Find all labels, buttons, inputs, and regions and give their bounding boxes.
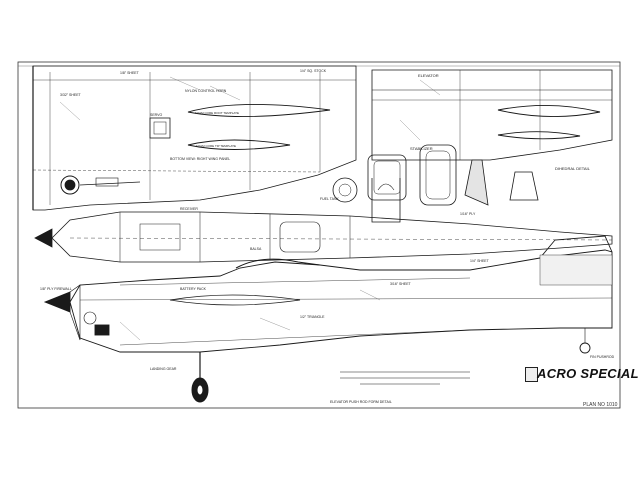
leader-lines: [59, 76, 441, 341]
title-block: ACRO SPECIAL: [537, 366, 639, 396]
callout: FUEL TANK: [320, 197, 339, 201]
label-foam-tip: FOAM CORE TIP TEMPLATE: [196, 144, 236, 148]
section-labels: ELEVATOR STABILIZER DIHEDRAL DETAIL BOTT…: [170, 73, 615, 404]
fuselage-side-view: [43, 235, 613, 354]
callout: 1/4" SQ. STOCK: [300, 69, 327, 73]
main-landing-gear: [191, 352, 209, 403]
label-dihedral: DIHEDRAL DETAIL: [555, 166, 591, 171]
label-bottom-view: BOTTOM VIEW: RIGHT WING PANEL: [170, 157, 230, 161]
label-elevator: ELEVATOR: [418, 73, 439, 78]
stabilizer-plan: [371, 69, 613, 161]
wing-plan: [32, 65, 357, 211]
callout: RECEIVER: [180, 207, 198, 211]
callout: 1/8" PLY FIREWALL: [40, 287, 72, 291]
callout: NYLON CONTROL HORN: [185, 89, 227, 93]
label-pushrod: ELEVATOR PUSH ROD FORM DETAIL: [330, 400, 392, 404]
callout-texts: 1/8" SHEET 1/4" SQ. STOCK 3/32" SHEET 1/…: [40, 69, 490, 371]
cross-sections: [332, 144, 539, 223]
publisher-logo-icon: [525, 367, 538, 382]
plan-title: ACRO SPECIAL: [537, 366, 639, 381]
callout: 1/8" SHEET: [120, 71, 140, 75]
label-stabilizer: STABILIZER: [410, 146, 433, 151]
fuselage-top-view: [34, 211, 613, 263]
label-fin-pushrod: FIN PUSHROD: [590, 355, 615, 359]
drawing-border: [17, 61, 621, 409]
callout: SERVO: [150, 113, 162, 117]
callout: 3/16" SHEET: [390, 282, 412, 286]
plan-number: PLAN NO 1010: [583, 402, 618, 408]
label-foam-root: FOAM CORE ROOT TEMPLATE: [195, 111, 239, 115]
callout: 3/32" SHEET: [60, 93, 82, 97]
callout: 1/16" PLY: [460, 212, 476, 216]
pushrod-detail: [340, 371, 470, 385]
callout: LANDING GEAR: [150, 367, 177, 371]
callout: 1/4" SHEET: [470, 259, 490, 263]
callout: 1/2" TRIANGLE: [300, 315, 325, 319]
callout: BATTERY PACK: [180, 287, 207, 291]
callout: BALSA: [250, 247, 262, 251]
